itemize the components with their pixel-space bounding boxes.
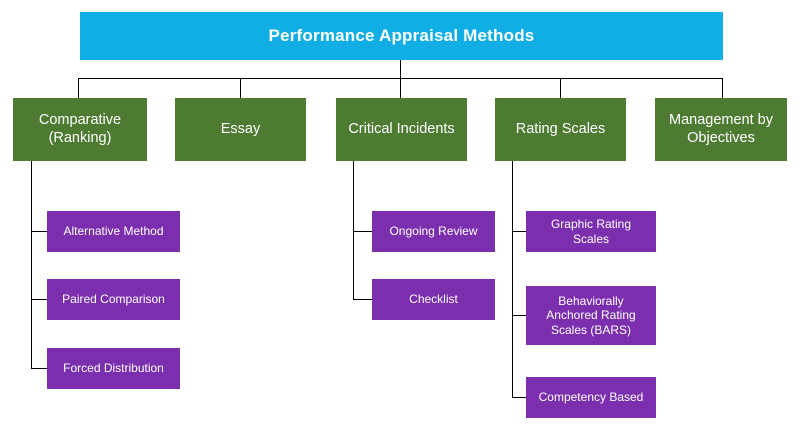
leaf-node-forced-distribution[interactable]: Forced Distribution — [47, 348, 180, 389]
connector-elbow-competency-based — [512, 397, 527, 398]
branch-node-management-by-objectives[interactable]: Management by Objectives — [655, 98, 787, 161]
connector-root-stem — [400, 60, 401, 79]
connector-drop-comparative — [78, 78, 79, 99]
connector-elbow-paired-comparison — [31, 299, 48, 300]
leaf-node-ongoing-review[interactable]: Ongoing Review — [372, 211, 495, 252]
leaf-node-graphic-rating-scales[interactable]: Graphic Rating Scales — [526, 211, 656, 252]
connector-drop-critical-incidents — [400, 78, 401, 99]
connector-elbow-bars — [512, 315, 527, 316]
leaf-node-behaviorally-anchored-rating-scales[interactable]: Behaviorally Anchored Rating Scales (BAR… — [526, 286, 656, 345]
branch-node-critical-incidents[interactable]: Critical Incidents — [336, 98, 467, 161]
connector-drop-rating-scales — [560, 78, 561, 99]
connector-spine-comparative — [31, 161, 32, 369]
branch-node-comparative-ranking[interactable]: Comparative (Ranking) — [13, 98, 147, 161]
connector-elbow-alternative-method — [31, 231, 48, 232]
connector-drop-essay — [240, 78, 241, 99]
leaf-node-competency-based[interactable]: Competency Based — [526, 377, 656, 418]
branch-node-rating-scales[interactable]: Rating Scales — [495, 98, 626, 161]
connector-spine-critical-incidents — [353, 161, 354, 300]
branch-node-essay[interactable]: Essay — [175, 98, 306, 161]
connector-spine-rating-scales — [512, 161, 513, 397]
root-node-performance-appraisal-methods[interactable]: Performance Appraisal Methods — [80, 12, 723, 60]
connector-elbow-forced-distribution — [31, 368, 48, 369]
connector-drop-management-by-objectives — [722, 78, 723, 99]
connector-elbow-graphic-rating-scales — [512, 231, 527, 232]
connector-elbow-checklist — [353, 299, 373, 300]
leaf-node-paired-comparison[interactable]: Paired Comparison — [47, 279, 180, 320]
connector-elbow-ongoing-review — [353, 231, 373, 232]
leaf-node-alternative-method[interactable]: Alternative Method — [47, 211, 180, 252]
leaf-node-checklist[interactable]: Checklist — [372, 279, 495, 320]
